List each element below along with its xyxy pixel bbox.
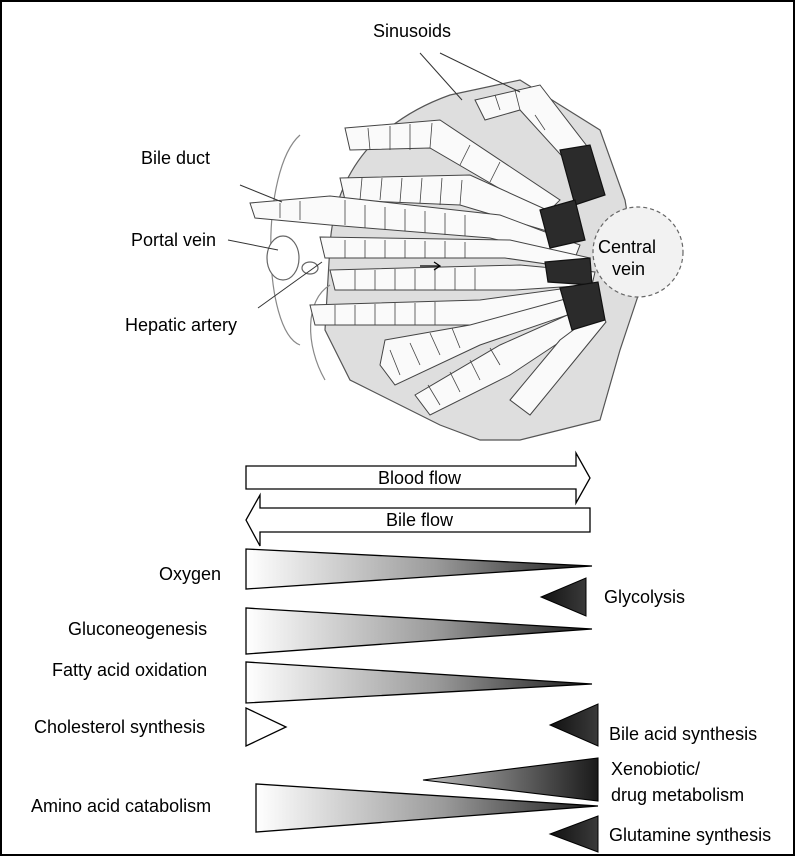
label-bile-duct: Bile duct [141, 148, 210, 168]
label-glycolysis: Glycolysis [604, 587, 685, 607]
cholesterol-synthesis-gradient [246, 708, 286, 746]
label-bile-flow: Bile flow [386, 510, 454, 530]
label-oxygen: Oxygen [159, 564, 221, 584]
leader-sinusoids-1 [420, 53, 462, 100]
glutamine-synthesis-gradient [550, 816, 598, 852]
glycolysis-gradient [541, 578, 586, 616]
label-blood-flow: Blood flow [378, 468, 462, 488]
fatty-acid-oxidation-gradient [246, 662, 592, 703]
label-fatty-acid-oxidation: Fatty acid oxidation [52, 660, 207, 680]
leader-sinusoids-2 [440, 53, 520, 92]
label-gluconeogenesis: Gluconeogenesis [68, 619, 207, 639]
gluconeogenesis-gradient [246, 608, 592, 654]
label-xenobiotic-line2: drug metabolism [611, 785, 744, 805]
label-portal-vein: Portal vein [131, 230, 216, 250]
label-sinusoids: Sinusoids [373, 21, 451, 41]
oxygen-gradient [246, 549, 592, 589]
bile-acid-synthesis-gradient [550, 704, 598, 746]
xenobiotic-metabolism-gradient [423, 758, 598, 801]
label-glutamine-synthesis: Glutamine synthesis [609, 825, 771, 845]
label-cholesterol-synthesis: Cholesterol synthesis [34, 717, 205, 737]
label-bile-acid-synthesis: Bile acid synthesis [609, 724, 757, 744]
label-central-vein-line2: vein [612, 259, 645, 279]
label-hepatic-artery: Hepatic artery [125, 315, 237, 335]
portal-vein-shape [267, 236, 299, 280]
label-xenobiotic-line1: Xenobiotic/ [611, 759, 700, 779]
label-central-vein-line1: Central [598, 237, 656, 257]
perivenous-cells-3 [545, 258, 592, 285]
label-amino-acid-catabolism: Amino acid catabolism [31, 796, 211, 816]
hepatic-artery-shape [302, 262, 318, 274]
